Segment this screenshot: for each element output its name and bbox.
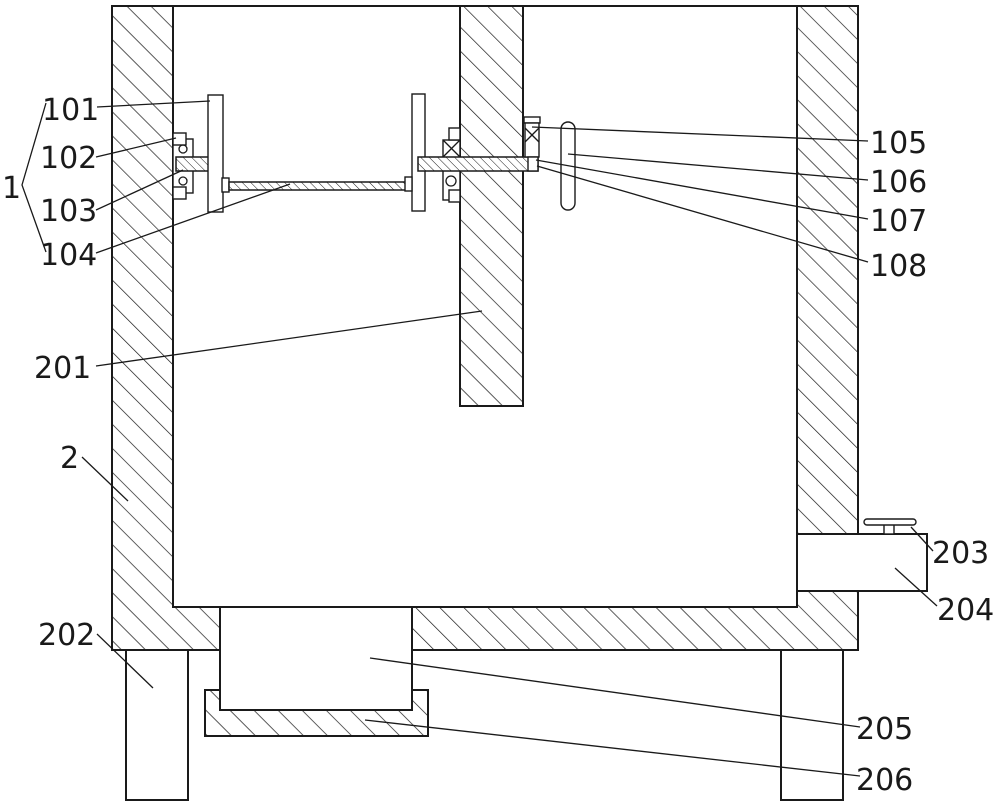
adjuster-cap <box>523 116 541 124</box>
label-206: 206 <box>856 763 913 798</box>
label-106: 106 <box>870 165 927 200</box>
left-leg <box>125 649 189 801</box>
leader-206 <box>364 719 861 777</box>
label-203: 203 <box>932 536 989 571</box>
collection-box <box>219 606 413 711</box>
leader-2 <box>81 456 129 502</box>
label-107: 107 <box>870 204 927 239</box>
leader-107 <box>535 159 869 220</box>
label-103: 103 <box>40 194 97 229</box>
label-105: 105 <box>870 126 927 161</box>
left-plate <box>207 94 224 213</box>
leader-106 <box>567 153 869 181</box>
leader-201 <box>95 310 483 367</box>
label-1: 1 <box>2 171 21 206</box>
left-plate-nut <box>221 177 230 193</box>
connecting-rod <box>228 181 409 191</box>
leader-104 <box>95 183 291 254</box>
left-bolt-lower <box>178 176 188 186</box>
label-201: 201 <box>34 351 91 386</box>
adjuster-cross-b <box>524 127 540 143</box>
right-plate <box>411 93 426 212</box>
right-plate-nut <box>404 176 413 192</box>
left-bearing-lower <box>172 186 187 200</box>
leader-203 <box>910 526 934 552</box>
left-bolt-upper <box>178 144 188 154</box>
left-bearing-upper <box>172 132 187 146</box>
leader-205 <box>369 657 861 728</box>
label-202: 202 <box>38 618 95 653</box>
label-108: 108 <box>870 249 927 284</box>
valve-handwheel <box>863 518 917 526</box>
label-204: 204 <box>937 593 994 628</box>
right-bearing-bolt <box>445 175 457 187</box>
leader-108 <box>536 165 869 263</box>
right-bearing-lower <box>448 189 461 203</box>
leader-105 <box>531 126 869 142</box>
label-102: 102 <box>40 141 97 176</box>
label-104: 104 <box>40 238 97 273</box>
leader-1 <box>21 102 47 253</box>
leader-202 <box>96 633 154 689</box>
housing-wall <box>111 5 859 651</box>
right-bearing-cross-b <box>442 139 461 158</box>
adjuster-lower-block <box>527 156 539 172</box>
label-205: 205 <box>856 712 913 747</box>
drain-tube <box>796 533 928 592</box>
leader-204 <box>894 567 938 607</box>
label-2: 2 <box>60 441 79 476</box>
label-101: 101 <box>42 93 99 128</box>
right-leg <box>780 649 844 801</box>
leader-103 <box>95 169 184 211</box>
leader-102 <box>95 137 177 158</box>
central-partition <box>459 5 524 407</box>
right-shaft <box>417 156 539 172</box>
leader-101 <box>96 100 211 108</box>
right-bearing-upper <box>448 127 461 141</box>
